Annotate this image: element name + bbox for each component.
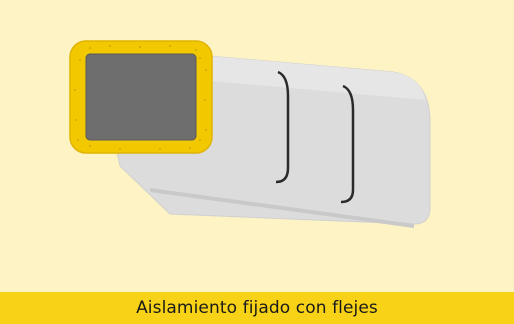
duct-bottom-edge bbox=[150, 188, 414, 228]
strap-front bbox=[275, 70, 290, 184]
insulation-texture bbox=[74, 45, 207, 150]
strap-rear bbox=[340, 84, 355, 204]
duct-opening bbox=[85, 53, 197, 141]
insulated-duct-illustration bbox=[69, 40, 431, 228]
caption-bar: Aislamiento fijado con flejes bbox=[0, 292, 514, 324]
figure-caption: Aislamiento fijado con flejes bbox=[136, 298, 378, 318]
